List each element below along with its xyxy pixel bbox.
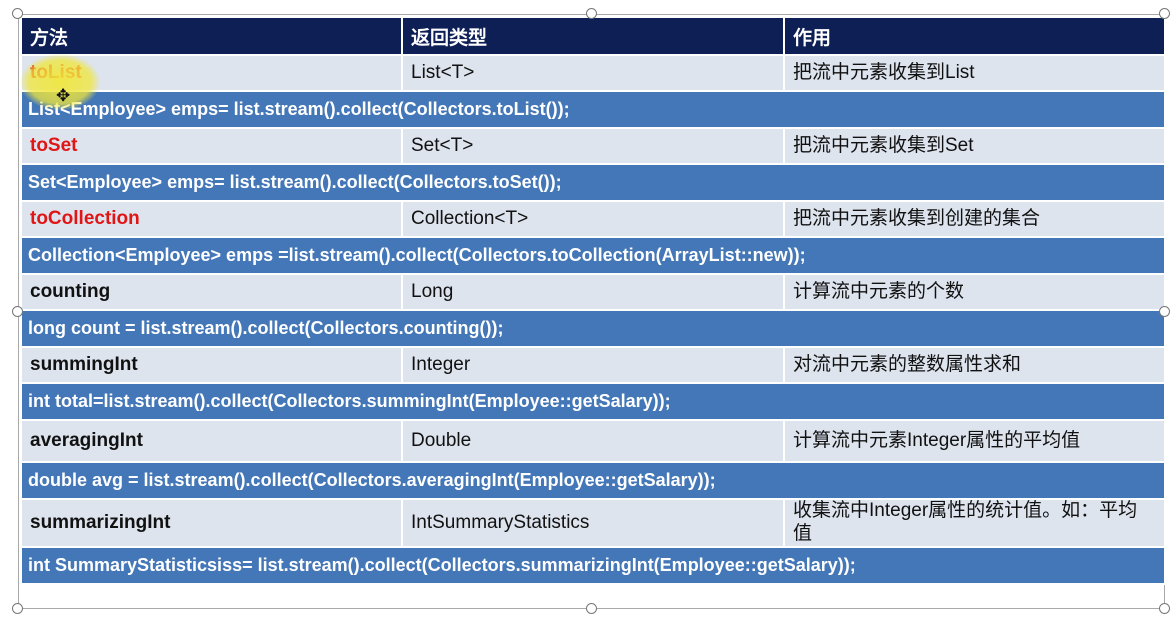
resize-handle-middle-right[interactable] (1159, 306, 1170, 317)
description-cell: 计算流中元素Integer属性的平均值 (783, 419, 1166, 463)
method-cell: summingInt (20, 346, 403, 384)
header-method: 方法 (20, 16, 403, 56)
resize-handle-bottom-center[interactable] (586, 603, 597, 614)
code-example-row: long count = list.stream().collect(Colle… (20, 309, 1166, 348)
code-example-row: Set<Employee> emps= list.stream().collec… (20, 163, 1166, 202)
header-purpose: 作用 (783, 16, 1166, 56)
table-header-row: 方法 返回类型 作用 (20, 16, 1166, 56)
method-name: averagingInt (30, 430, 143, 451)
return-type-cell: Integer (401, 346, 785, 384)
collectors-table: 方法 返回类型 作用 toList List<T> 把流中元素收集到List L… (20, 16, 1166, 585)
code-example-row: int SummaryStatisticsiss= list.stream().… (20, 545, 1166, 585)
return-type-cell: Double (401, 419, 785, 463)
return-type-cell: IntSummaryStatistics (401, 498, 785, 548)
method-cell: toCollection (20, 200, 403, 238)
description-cell: 计算流中元素的个数 (783, 273, 1166, 311)
method-name: counting (30, 281, 111, 302)
code-example: long count = list.stream().collect(Colle… (20, 309, 1166, 348)
method-cell: summarizingInt (20, 498, 403, 548)
description-cell: 对流中元素的整数属性求和 (783, 346, 1166, 384)
description-cell: 收集流中Integer属性的统计值。如：平均值 (783, 498, 1166, 548)
method-name: summarizingInt (30, 511, 171, 533)
method-name: summingInt (30, 354, 138, 375)
resize-handle-bottom-left[interactable] (12, 603, 23, 614)
method-cell: toList (20, 54, 403, 92)
code-example-row: double avg = list.stream().collect(Colle… (20, 461, 1166, 500)
return-type-cell: Set<T> (401, 127, 785, 165)
table-row: toSet Set<T> 把流中元素收集到Set (20, 127, 1166, 165)
table-row: counting Long 计算流中元素的个数 (20, 273, 1166, 311)
method-cell: averagingInt (20, 419, 403, 463)
header-return-type: 返回类型 (401, 16, 785, 56)
method-cell: toSet (20, 127, 403, 165)
resize-handle-top-left[interactable] (12, 8, 23, 19)
method-cell: counting (20, 273, 403, 311)
return-type-cell: Collection<T> (401, 200, 785, 238)
code-example: Collection<Employee> emps =list.stream()… (20, 236, 1166, 275)
return-type-cell: List<T> (401, 54, 785, 92)
code-example: Set<Employee> emps= list.stream().collec… (20, 163, 1166, 202)
table-row: averagingInt Double 计算流中元素Integer属性的平均值 (20, 419, 1166, 463)
table-row: summarizingInt IntSummaryStatistics 收集流中… (20, 498, 1166, 548)
table-row: toCollection Collection<T> 把流中元素收集到创建的集合 (20, 200, 1166, 238)
description-cell: 把流中元素收集到Set (783, 127, 1166, 165)
resize-handle-top-center[interactable] (586, 8, 597, 19)
code-example: double avg = list.stream().collect(Colle… (20, 461, 1166, 500)
resize-handle-bottom-right[interactable] (1159, 603, 1170, 614)
code-example: int SummaryStatisticsiss= list.stream().… (20, 545, 1166, 585)
method-name: toCollection (30, 208, 140, 229)
description-cell: 把流中元素收集到List (783, 54, 1166, 92)
method-name: toList (30, 62, 82, 83)
resize-handle-middle-left[interactable] (12, 306, 23, 317)
return-type-cell: Long (401, 273, 785, 311)
code-example: List<Employee> emps= list.stream().colle… (20, 90, 1166, 129)
description-cell: 把流中元素收集到创建的集合 (783, 200, 1166, 238)
table-row: toList List<T> 把流中元素收集到List (20, 54, 1166, 92)
code-example: int total=list.stream().collect(Collecto… (20, 382, 1166, 421)
method-name: toSet (30, 135, 78, 156)
code-example-row: Collection<Employee> emps =list.stream()… (20, 236, 1166, 275)
move-cursor-icon: ✥ (56, 86, 71, 106)
code-example-row: int total=list.stream().collect(Collecto… (20, 382, 1166, 421)
resize-handle-top-right[interactable] (1159, 8, 1170, 19)
table-row: summingInt Integer 对流中元素的整数属性求和 (20, 346, 1166, 384)
code-example-row: List<Employee> emps= list.stream().colle… (20, 90, 1166, 129)
